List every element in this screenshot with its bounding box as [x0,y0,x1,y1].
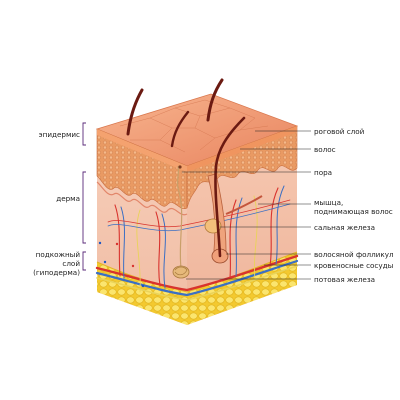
nerve-branch-2 [253,195,258,281]
label-arrector-2: поднимающая волос [314,207,393,216]
artery-main [95,254,299,292]
surface-texture [119,99,269,153]
label-sebaceous: сальная железа [314,223,375,232]
label-pore: пора [314,168,332,177]
artery-branch-2 [155,211,161,287]
fat-top-edge [96,251,298,293]
corneum-edge-left [97,129,187,172]
arrector-muscle [225,195,263,215]
vein-branch-2 [161,213,166,289]
capillary-loop [107,199,291,228]
nerve-main [96,265,298,301]
label-hypodermis-2: слой [62,259,80,268]
vein-branch-4 [275,185,285,265]
leader-lines [182,130,311,280]
blood-vessels [95,185,299,301]
capillary-loop-vein [107,203,291,232]
label-stratum-corneum: роговой слой [314,127,365,136]
dermis-papillae-left [96,181,188,216]
sweat-coil [172,265,190,279]
nerve-branch-1 [136,209,141,293]
label-hypodermis-1: подкожный [36,250,81,259]
label-dermis: дерма [56,194,80,203]
label-arrector-1: мышца, [314,198,343,207]
vein-main [95,259,299,297]
label-follicle: волосяной фолликул [314,250,394,259]
label-hair: волос [314,145,336,154]
hair-3 [206,78,224,122]
bracket-hypodermis [82,251,86,271]
artery-branch-3 [229,199,237,279]
label-epidermis: эпидермис [39,130,80,139]
hairs [126,78,246,258]
pore-dot [178,165,182,169]
label-sweat: потовая железа [314,275,375,284]
label-hypodermis-3: (гиподерма) [33,268,80,277]
hair-4 [214,116,246,258]
bracket-dermis [82,171,86,244]
layer-brackets [82,122,86,271]
hair-2 [170,110,190,148]
hair-1 [126,88,144,136]
epidermis-band-left [96,128,188,210]
vein-branch-1 [120,206,125,279]
sweat-gland [172,165,190,279]
bracket-epidermis [82,122,86,146]
sweat-duct [176,165,183,269]
epidermis-band-right [186,125,298,209]
label-vessels: кровеносные сосуды [314,261,394,270]
decorative-dots [98,241,145,288]
vein-branch-3 [235,197,243,277]
artery-branch-1 [114,204,121,277]
